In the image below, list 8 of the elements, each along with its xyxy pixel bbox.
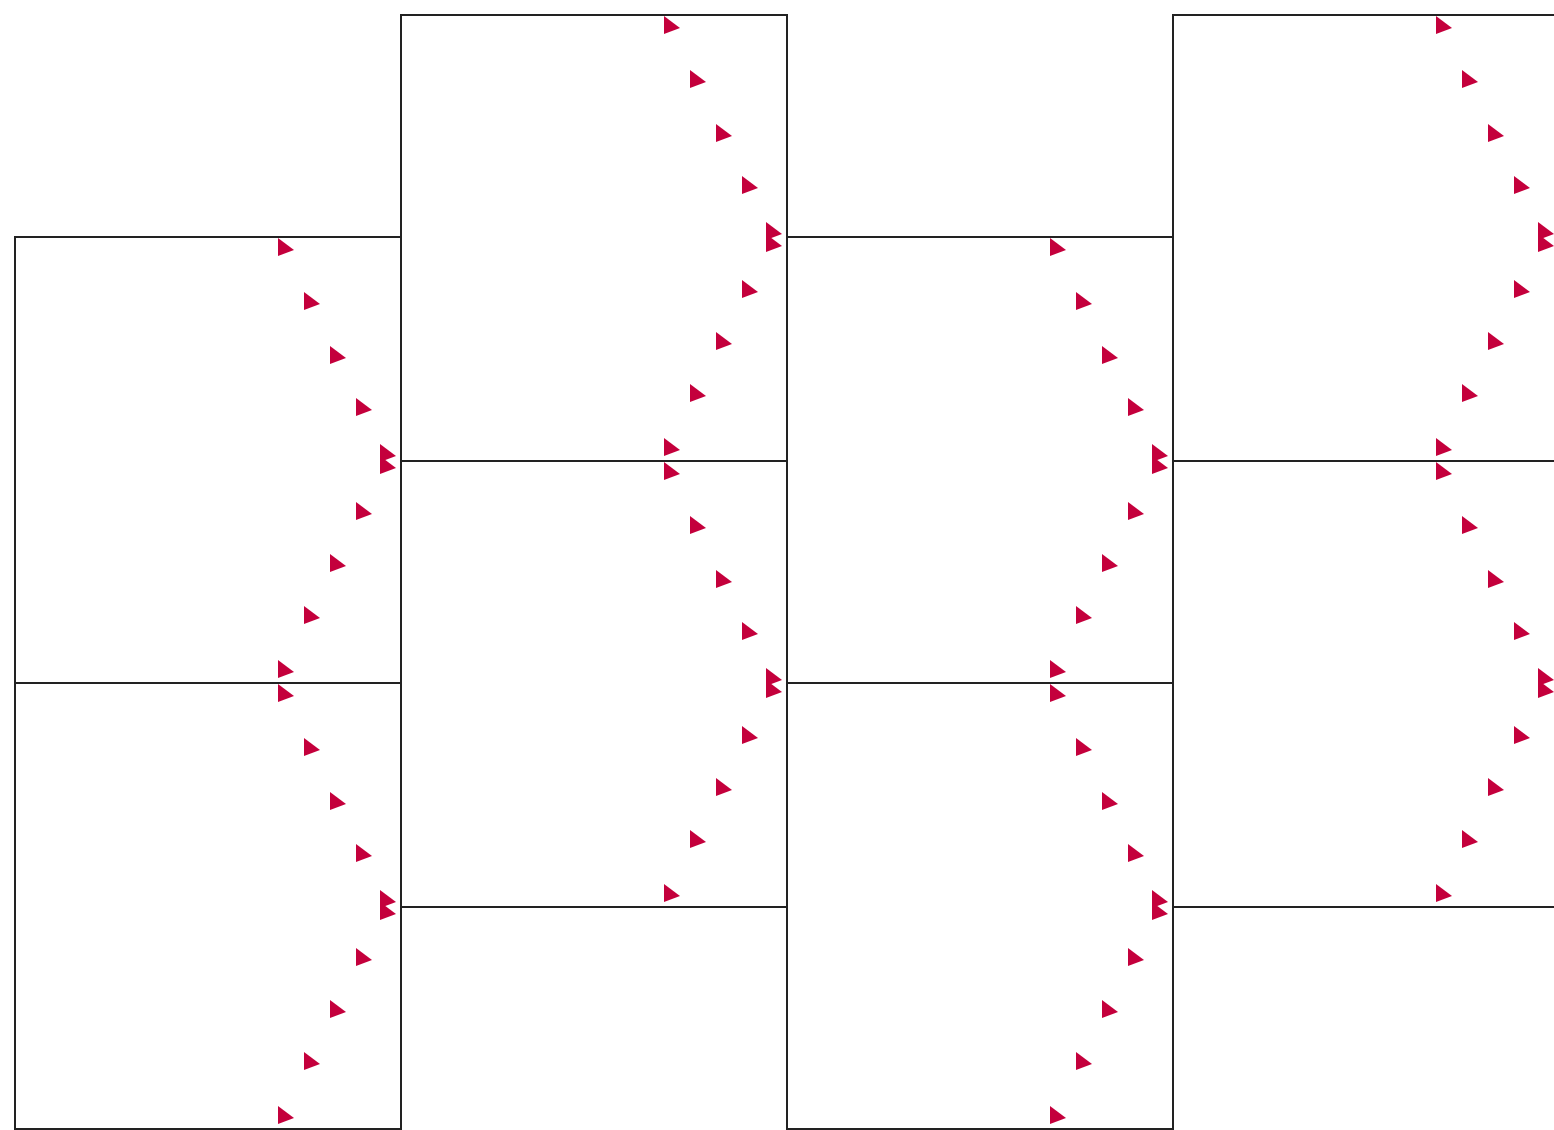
outline-box xyxy=(14,236,402,684)
outline-box xyxy=(14,682,402,1130)
outline-box xyxy=(786,236,1174,684)
outline-box xyxy=(1172,14,1554,462)
outline-box xyxy=(400,14,788,462)
outline-box xyxy=(400,460,788,908)
outline-box xyxy=(786,682,1174,1130)
outline-box xyxy=(1172,460,1554,908)
